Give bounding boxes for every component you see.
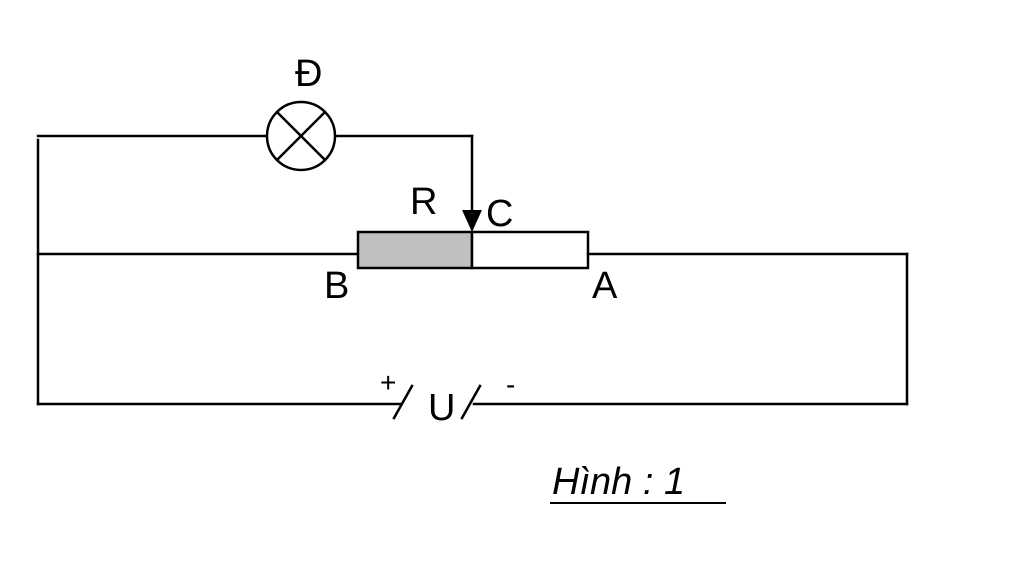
slider-arrow-icon (462, 210, 482, 232)
slider-label: C (486, 193, 513, 235)
rheostat-label: R (410, 181, 437, 223)
end-b-label: B (324, 265, 349, 307)
lamp-label: Đ (295, 53, 322, 95)
source-plate-plus (392, 384, 414, 420)
source-label: U (428, 387, 455, 429)
plus-sign: + (380, 367, 396, 398)
end-a-label: A (592, 265, 618, 307)
figure-caption: Hình : 1 (552, 461, 685, 503)
rheostat-active-part (356, 230, 474, 270)
source-plate-minus (460, 384, 482, 420)
rheostat-inactive-part (470, 230, 590, 270)
minus-sign: - (506, 369, 515, 400)
lamp-icon (265, 100, 337, 172)
